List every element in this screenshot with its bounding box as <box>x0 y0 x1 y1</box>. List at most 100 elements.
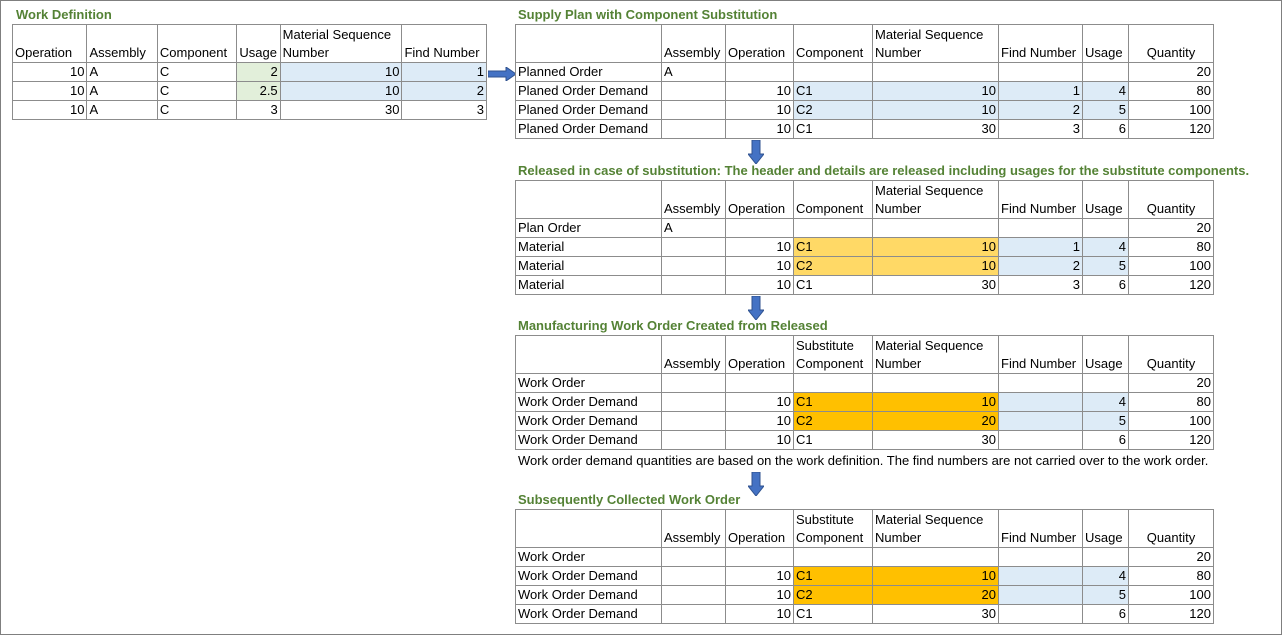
header-cell: Usage <box>1082 180 1129 219</box>
table-row: Plan Order A 20 <box>515 218 1214 238</box>
table-cell: C1 <box>793 275 873 295</box>
table-cell: 3 <box>998 275 1083 295</box>
table-row: Work Order Demand 10 C1 30 6 120 <box>515 604 1214 624</box>
header-cell <box>515 24 662 63</box>
table-row: Work Order Demand 10 C2 20 5 100 <box>515 411 1214 431</box>
work-order-note: Work order demand quantities are based o… <box>518 453 1209 468</box>
table-cell: 80 <box>1128 392 1214 412</box>
table-cell: 80 <box>1128 566 1214 586</box>
work-definition-title: Work Definition <box>16 7 112 22</box>
table-row: Work Order Demand 10 C1 30 6 120 <box>515 430 1214 450</box>
table-cell: 10 <box>725 430 794 450</box>
table-cell <box>661 256 726 276</box>
table-cell: 2.5 <box>236 81 281 101</box>
table-cell: 6 <box>1082 604 1129 624</box>
table-cell <box>998 585 1083 605</box>
table-cell <box>872 218 999 238</box>
table-cell: 5 <box>1082 585 1129 605</box>
table-cell: 10 <box>725 275 794 295</box>
table-cell: 100 <box>1128 256 1214 276</box>
header-cell: Assembly <box>86 24 158 63</box>
table-row: 10 A C 2 10 1 <box>11 62 487 82</box>
table-header-row: Assembly Operation Substitute Component … <box>515 509 1214 548</box>
table-cell: 10 <box>872 392 999 412</box>
table-row: Planned Order A 20 <box>515 62 1214 82</box>
table-cell <box>661 430 726 450</box>
header-cell: Material Sequence Number <box>872 509 999 548</box>
table-cell: 10 <box>725 119 794 139</box>
table-cell: 2 <box>998 256 1083 276</box>
table-cell: 10 <box>725 237 794 257</box>
table-cell: C <box>156 81 238 101</box>
table-cell: 10 <box>725 81 794 101</box>
header-cell: Operation <box>725 180 794 219</box>
table-cell <box>725 373 794 393</box>
table-cell <box>793 547 873 567</box>
table-cell: 20 <box>1128 218 1214 238</box>
table-cell: 10 <box>279 62 403 82</box>
table-cell: A <box>86 62 158 82</box>
table-cell <box>998 547 1083 567</box>
table-cell <box>998 373 1083 393</box>
arrow-down-icon <box>748 472 764 496</box>
header-cell: Quantity <box>1128 335 1214 374</box>
table-cell: 2 <box>998 100 1083 120</box>
table-cell: 10 <box>725 585 794 605</box>
header-cell: Material Sequence Number <box>279 24 403 63</box>
table-cell: C2 <box>793 256 873 276</box>
table-cell: Planed Order Demand <box>515 100 662 120</box>
table-cell: 120 <box>1128 430 1214 450</box>
header-cell <box>515 509 662 548</box>
table-cell <box>1082 547 1129 567</box>
table-cell: 4 <box>1082 81 1129 101</box>
supply-plan-title: Supply Plan with Component Substitution <box>518 7 778 22</box>
table-cell: 100 <box>1128 411 1214 431</box>
released-table: Assembly Operation Component Material Se… <box>515 180 1214 295</box>
table-cell <box>661 237 726 257</box>
table-cell: 3 <box>998 119 1083 139</box>
header-cell: Component <box>156 24 238 63</box>
table-cell: Work Order <box>515 373 662 393</box>
table-cell: 20 <box>1128 547 1214 567</box>
table-cell <box>998 430 1083 450</box>
table-cell: A <box>86 81 158 101</box>
header-cell: Component <box>793 24 873 63</box>
table-cell: 100 <box>1128 585 1214 605</box>
mfg-work-order-title: Manufacturing Work Order Created from Re… <box>518 318 828 333</box>
table-cell: 4 <box>1082 566 1129 586</box>
table-cell <box>661 411 726 431</box>
table-cell: 10 <box>725 604 794 624</box>
table-cell: C2 <box>793 585 873 605</box>
table-cell: Material <box>515 256 662 276</box>
table-cell <box>872 373 999 393</box>
table-cell: 5 <box>1082 256 1129 276</box>
table-cell: Work Order Demand <box>515 585 662 605</box>
table-cell: C1 <box>793 566 873 586</box>
table-cell: C1 <box>793 81 873 101</box>
header-cell: Find Number <box>401 24 487 63</box>
table-cell <box>793 62 873 82</box>
table-cell <box>661 547 726 567</box>
table-cell <box>998 411 1083 431</box>
table-cell: 10 <box>872 81 999 101</box>
table-cell: 10 <box>11 62 88 82</box>
table-cell: 6 <box>1082 430 1129 450</box>
table-cell <box>661 604 726 624</box>
table-cell: Planed Order Demand <box>515 81 662 101</box>
header-cell: Material Sequence Number <box>872 180 999 219</box>
table-cell: 100 <box>1128 100 1214 120</box>
table-cell <box>1082 218 1129 238</box>
table-cell: C1 <box>793 604 873 624</box>
table-header-row: Assembly Operation Component Material Se… <box>515 24 1214 63</box>
table-cell <box>998 218 1083 238</box>
table-cell: A <box>661 218 726 238</box>
table-cell: 10 <box>11 81 88 101</box>
header-cell: Assembly <box>661 509 726 548</box>
table-row: Material 10 C1 10 1 4 80 <box>515 237 1214 257</box>
table-header-row: Operation Assembly Component Usage Mater… <box>11 24 487 63</box>
arrow-down-icon <box>748 296 764 320</box>
table-cell <box>793 373 873 393</box>
header-cell: Component <box>793 180 873 219</box>
table-cell <box>1082 373 1129 393</box>
table-header-row: Assembly Operation Substitute Component … <box>515 335 1214 374</box>
